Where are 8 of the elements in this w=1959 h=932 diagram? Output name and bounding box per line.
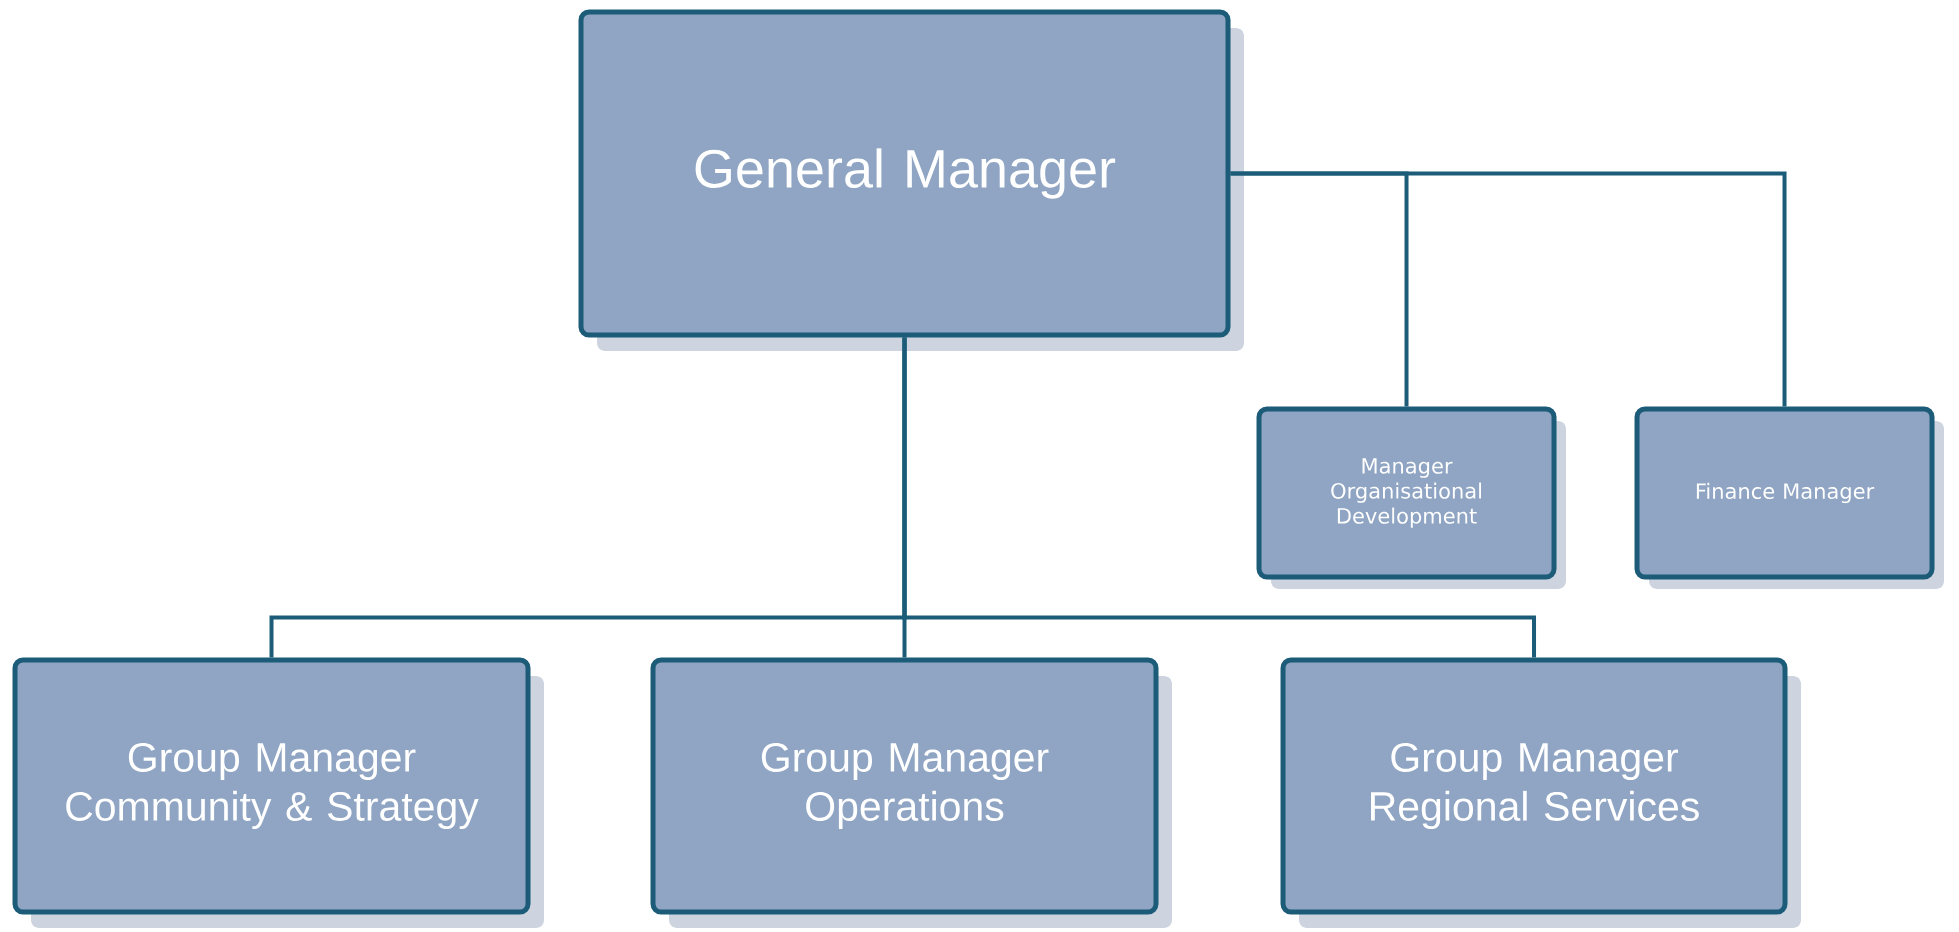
org-box: Manager Organisational Development	[1256, 406, 1566, 589]
connector-line	[902, 337, 1536, 658]
org-box: General Manager	[578, 9, 1244, 351]
connector-line	[1230, 171, 1787, 407]
org-box: Group Manager Regional Services	[1280, 657, 1801, 928]
org-box: Group Manager Operations	[650, 657, 1172, 928]
org-box: Group Manager Community & Strategy	[12, 657, 544, 928]
org-box: Finance Manager	[1634, 406, 1944, 589]
